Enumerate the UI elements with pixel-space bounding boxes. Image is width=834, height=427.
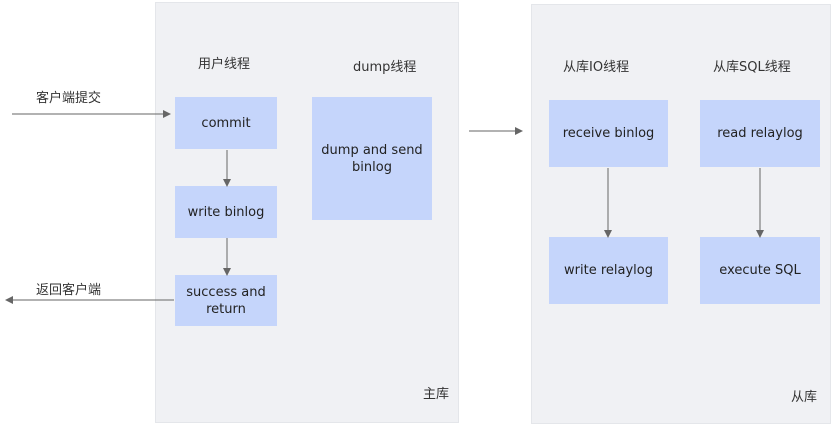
commit-box: commit [175,97,277,149]
success-return-box: success and return [175,275,277,326]
client-submit-label: 客户端提交 [36,91,102,106]
read-relaylog-box: read relaylog [700,100,820,167]
master-panel-label: 主库 [423,387,450,402]
receive-binlog-box: receive binlog [549,100,668,167]
write-binlog-box: write binlog [175,186,277,238]
dump-thread-label: dump线程 [353,60,417,75]
slave-panel [531,4,831,424]
io-thread-label: 从库IO线程 [563,60,630,75]
user-thread-label: 用户线程 [198,57,251,72]
execute-sql-box: execute SQL [700,237,820,304]
client-return-label: 返回客户端 [36,283,102,298]
sql-thread-label: 从库SQL线程 [713,60,791,75]
dump-send-box: dump and send binlog [312,97,432,220]
write-relaylog-box: write relaylog [549,237,668,304]
slave-panel-label: 从库 [791,390,818,405]
